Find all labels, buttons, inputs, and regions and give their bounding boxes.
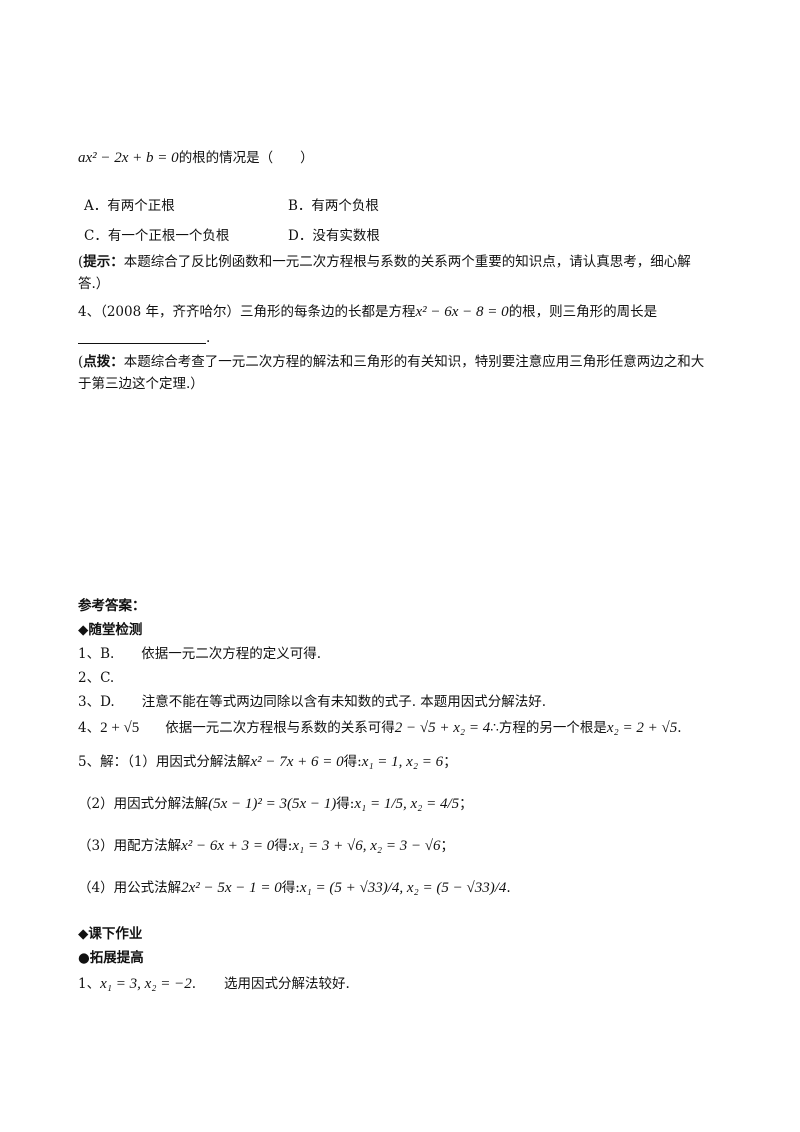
answer-5-2-head: （2）用因式分解法解 [78, 796, 209, 812]
q3-option-a: A．有两个正根 [84, 198, 175, 214]
answer-5-1: 5、解：（1）用因式分解法解x² − 7x + 6 = 0得:x₁ = 1, x… [78, 754, 457, 770]
answer-3: 3、D. 注意不能在等式两边同除以含有未知数的式子. 本题用因式分解法好. [78, 694, 547, 710]
answer-5-1-get: 得: [343, 754, 362, 770]
answer-5-4-equation: 2x² − 5x − 1 = 0 [181, 880, 282, 896]
section-extension: ●拓展提高 [78, 950, 144, 966]
q4-blank-end: . [206, 330, 211, 346]
q3-hint-line2: 答.） [78, 276, 110, 292]
answer-5-2: （2）用因式分解法解(5x − 1)² = 3(5x − 1)得:x₁ = 1/… [78, 796, 473, 812]
answer-5-4-get: 得: [281, 880, 300, 896]
answer-5-3-head: （3）用配方法解 [78, 838, 182, 854]
answer-4-therefore: ∴方程的另一个根是 [490, 720, 607, 736]
answers-title: 参考答案： [78, 598, 146, 614]
answer-4-value: 2 + √5 [100, 720, 140, 736]
answer-5-2-solution: x₁ = 1/5, x₂ = 4/5 [354, 796, 460, 812]
q3-option-b: B．有两个负根 [288, 198, 379, 214]
q3-hint-line1: 本题综合了反比例函数和一元二次方程根与系数的关系两个重要的知识点，请认真思考，细… [123, 254, 691, 270]
answer-5-2-equation: (5x − 1)² = 3(5x − 1) [208, 796, 337, 812]
q3-stem: ax² − 2x + b = 0的根的情况是（ ） [78, 148, 314, 168]
answer-4-text: 依据一元二次方程根与系数的关系可得 [165, 720, 395, 736]
answer-5-2-get: 得: [336, 796, 355, 812]
q4-answer-line: . [78, 328, 210, 348]
answer-5-1-equation: x² − 7x + 6 = 0 [250, 754, 344, 770]
q4-tip-line2: 于第三边这个定理.） [78, 376, 204, 392]
q3-option-d: D．没有实数根 [288, 228, 380, 244]
q3-equation: ax² − 2x + b = 0 [78, 150, 179, 166]
q3-hint: (提示：本题综合了反比例函数和一元二次方程根与系数的关系两个重要的知识点，请认真… [78, 254, 691, 270]
answer-4-root: x₂ = 2 + √5 [606, 720, 678, 736]
extension-answer-1-solution: x₁ = 3, x₂ = −2 [100, 976, 192, 992]
answer-5-4: （4）用公式法解2x² − 5x − 1 = 0得:x₁ = (5 + √33)… [78, 880, 511, 896]
q3-option-c: C．有一个正根一个负根 [84, 228, 230, 244]
answer-5-3-get: 得: [274, 838, 293, 854]
answer-4-equation: 2 − √5 + x₂ = 4 [394, 720, 491, 736]
q4-suffix: 的根，则三角形的周长是 [508, 304, 658, 320]
q4-answer-blank[interactable] [78, 329, 206, 344]
extension-answer-1: 1、x₁ = 3, x₂ = −2.选用因式分解法较好. [78, 976, 350, 992]
extension-answer-1-num: 1、 [78, 976, 101, 992]
answer-5-head: 5、解：（1）用因式分解法解 [78, 754, 251, 770]
section-class-check: ◆随堂检测 [78, 622, 143, 638]
answer-4-num: 4、 [78, 720, 101, 736]
q4-tip-line1: 本题综合考查了一元二次方程的解法和三角形的有关知识，特别要注意应用三角形任意两边… [123, 354, 705, 370]
q4-tip-label: 点拨： [83, 354, 124, 370]
q4-prefix: 4、（2008 年，齐齐哈尔）三角形的每条边的长都是方程 [78, 304, 416, 320]
section-homework: ◆课下作业 [78, 926, 143, 942]
answer-5-3-equation: x² − 6x + 3 = 0 [181, 838, 275, 854]
answer-5-3: （3）用配方法解x² − 6x + 3 = 0得:x₁ = 3 + √6, x₂… [78, 838, 455, 854]
answer-2: 2、C. [78, 670, 115, 686]
q4-tip: (点拨：本题综合考查了一元二次方程的解法和三角形的有关知识，特别要注意应用三角形… [78, 354, 705, 370]
answer-1: 1、B. 依据一元二次方程的定义可得. [78, 646, 322, 662]
extension-answer-1-text: 选用因式分解法较好. [224, 976, 350, 992]
q3-hint-label: 提示： [83, 254, 124, 270]
q3-text: 的根的情况是（ ） [178, 150, 314, 166]
answer-5-4-head: （4）用公式法解 [78, 880, 182, 896]
answer-5-4-solution: x₁ = (5 + √33)/4, x₂ = (5 − √33)/4 [299, 880, 507, 896]
answer-5-1-solution: x₁ = 1, x₂ = 6 [361, 754, 444, 770]
answer-5-3-solution: x₁ = 3 + √6, x₂ = 3 − √6 [292, 838, 441, 854]
answer-4: 4、2 + √5 依据一元二次方程根与系数的关系可得2 − √5 + x₂ = 4… [78, 720, 682, 736]
q4-stem: 4、（2008 年，齐齐哈尔）三角形的每条边的长都是方程x² − 6x − 8 … [78, 302, 657, 322]
q4-equation: x² − 6x − 8 = 0 [415, 304, 509, 320]
